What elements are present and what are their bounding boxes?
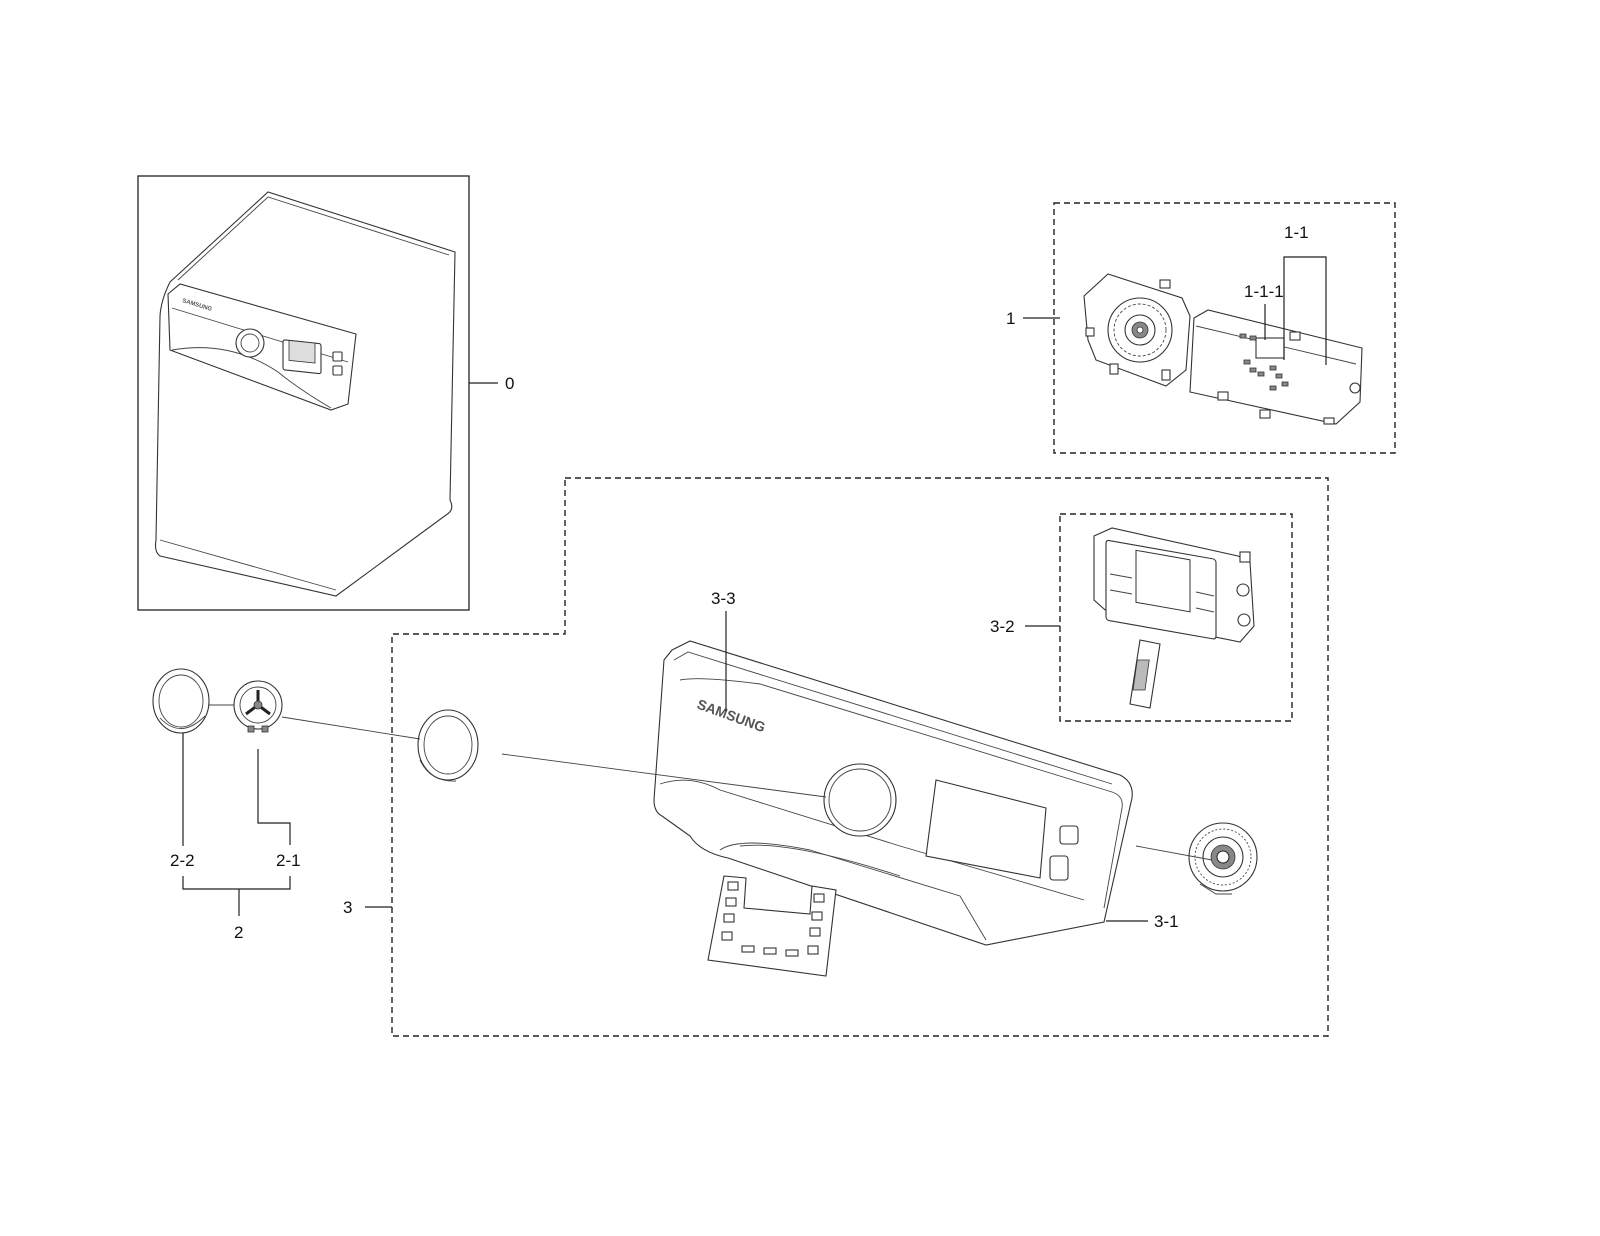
display-module-illustration <box>1093 527 1255 709</box>
label-1: 1 <box>1006 309 1015 328</box>
label-3-2: 3-2 <box>990 617 1015 636</box>
label-3-1: 3-1 <box>1154 912 1179 931</box>
panel-dashed-frame <box>391 477 1329 1037</box>
encoder-knob-group: 3-1 <box>1106 822 1258 931</box>
machine-illustration: SAMSUNG <box>154 191 456 597</box>
machine-assembly-group: SAMSUNG 0 <box>137 175 514 611</box>
label-3: 3 <box>343 898 352 917</box>
label-1-1: 1-1 <box>1284 223 1309 242</box>
pcb-assembly-group: 1 1-1 1-1-1 <box>1006 202 1396 454</box>
control-panel-illustration: SAMSUNG <box>653 640 1133 946</box>
pcb-dashed-frame <box>1053 202 1396 454</box>
knob-body-illustration <box>233 680 283 733</box>
label-2: 2 <box>234 923 243 942</box>
label-3-3: 3-3 <box>711 589 736 608</box>
knob-parts-group: 2-2 2-1 2 <box>152 668 827 942</box>
knob-cap-illustration <box>152 668 210 734</box>
panel-assembly-group: 3 <box>343 477 1329 1037</box>
pcb-illustration <box>1083 273 1363 425</box>
label-1-1-1: 1-1-1 <box>1244 282 1284 301</box>
encoder-knob-illustration <box>1188 822 1258 895</box>
display-module-group: 3-2 <box>990 513 1293 722</box>
label-2-2: 2-2 <box>170 851 195 870</box>
control-panel-group: SAMSUNG 3-3 <box>653 589 1133 946</box>
button-membrane-illustration <box>707 875 837 977</box>
label-2-1: 2-1 <box>276 851 301 870</box>
label-0: 0 <box>505 374 514 393</box>
knob-ring-illustration <box>417 709 479 782</box>
display-dashed-frame <box>1059 513 1293 722</box>
machine-frame <box>137 175 470 611</box>
